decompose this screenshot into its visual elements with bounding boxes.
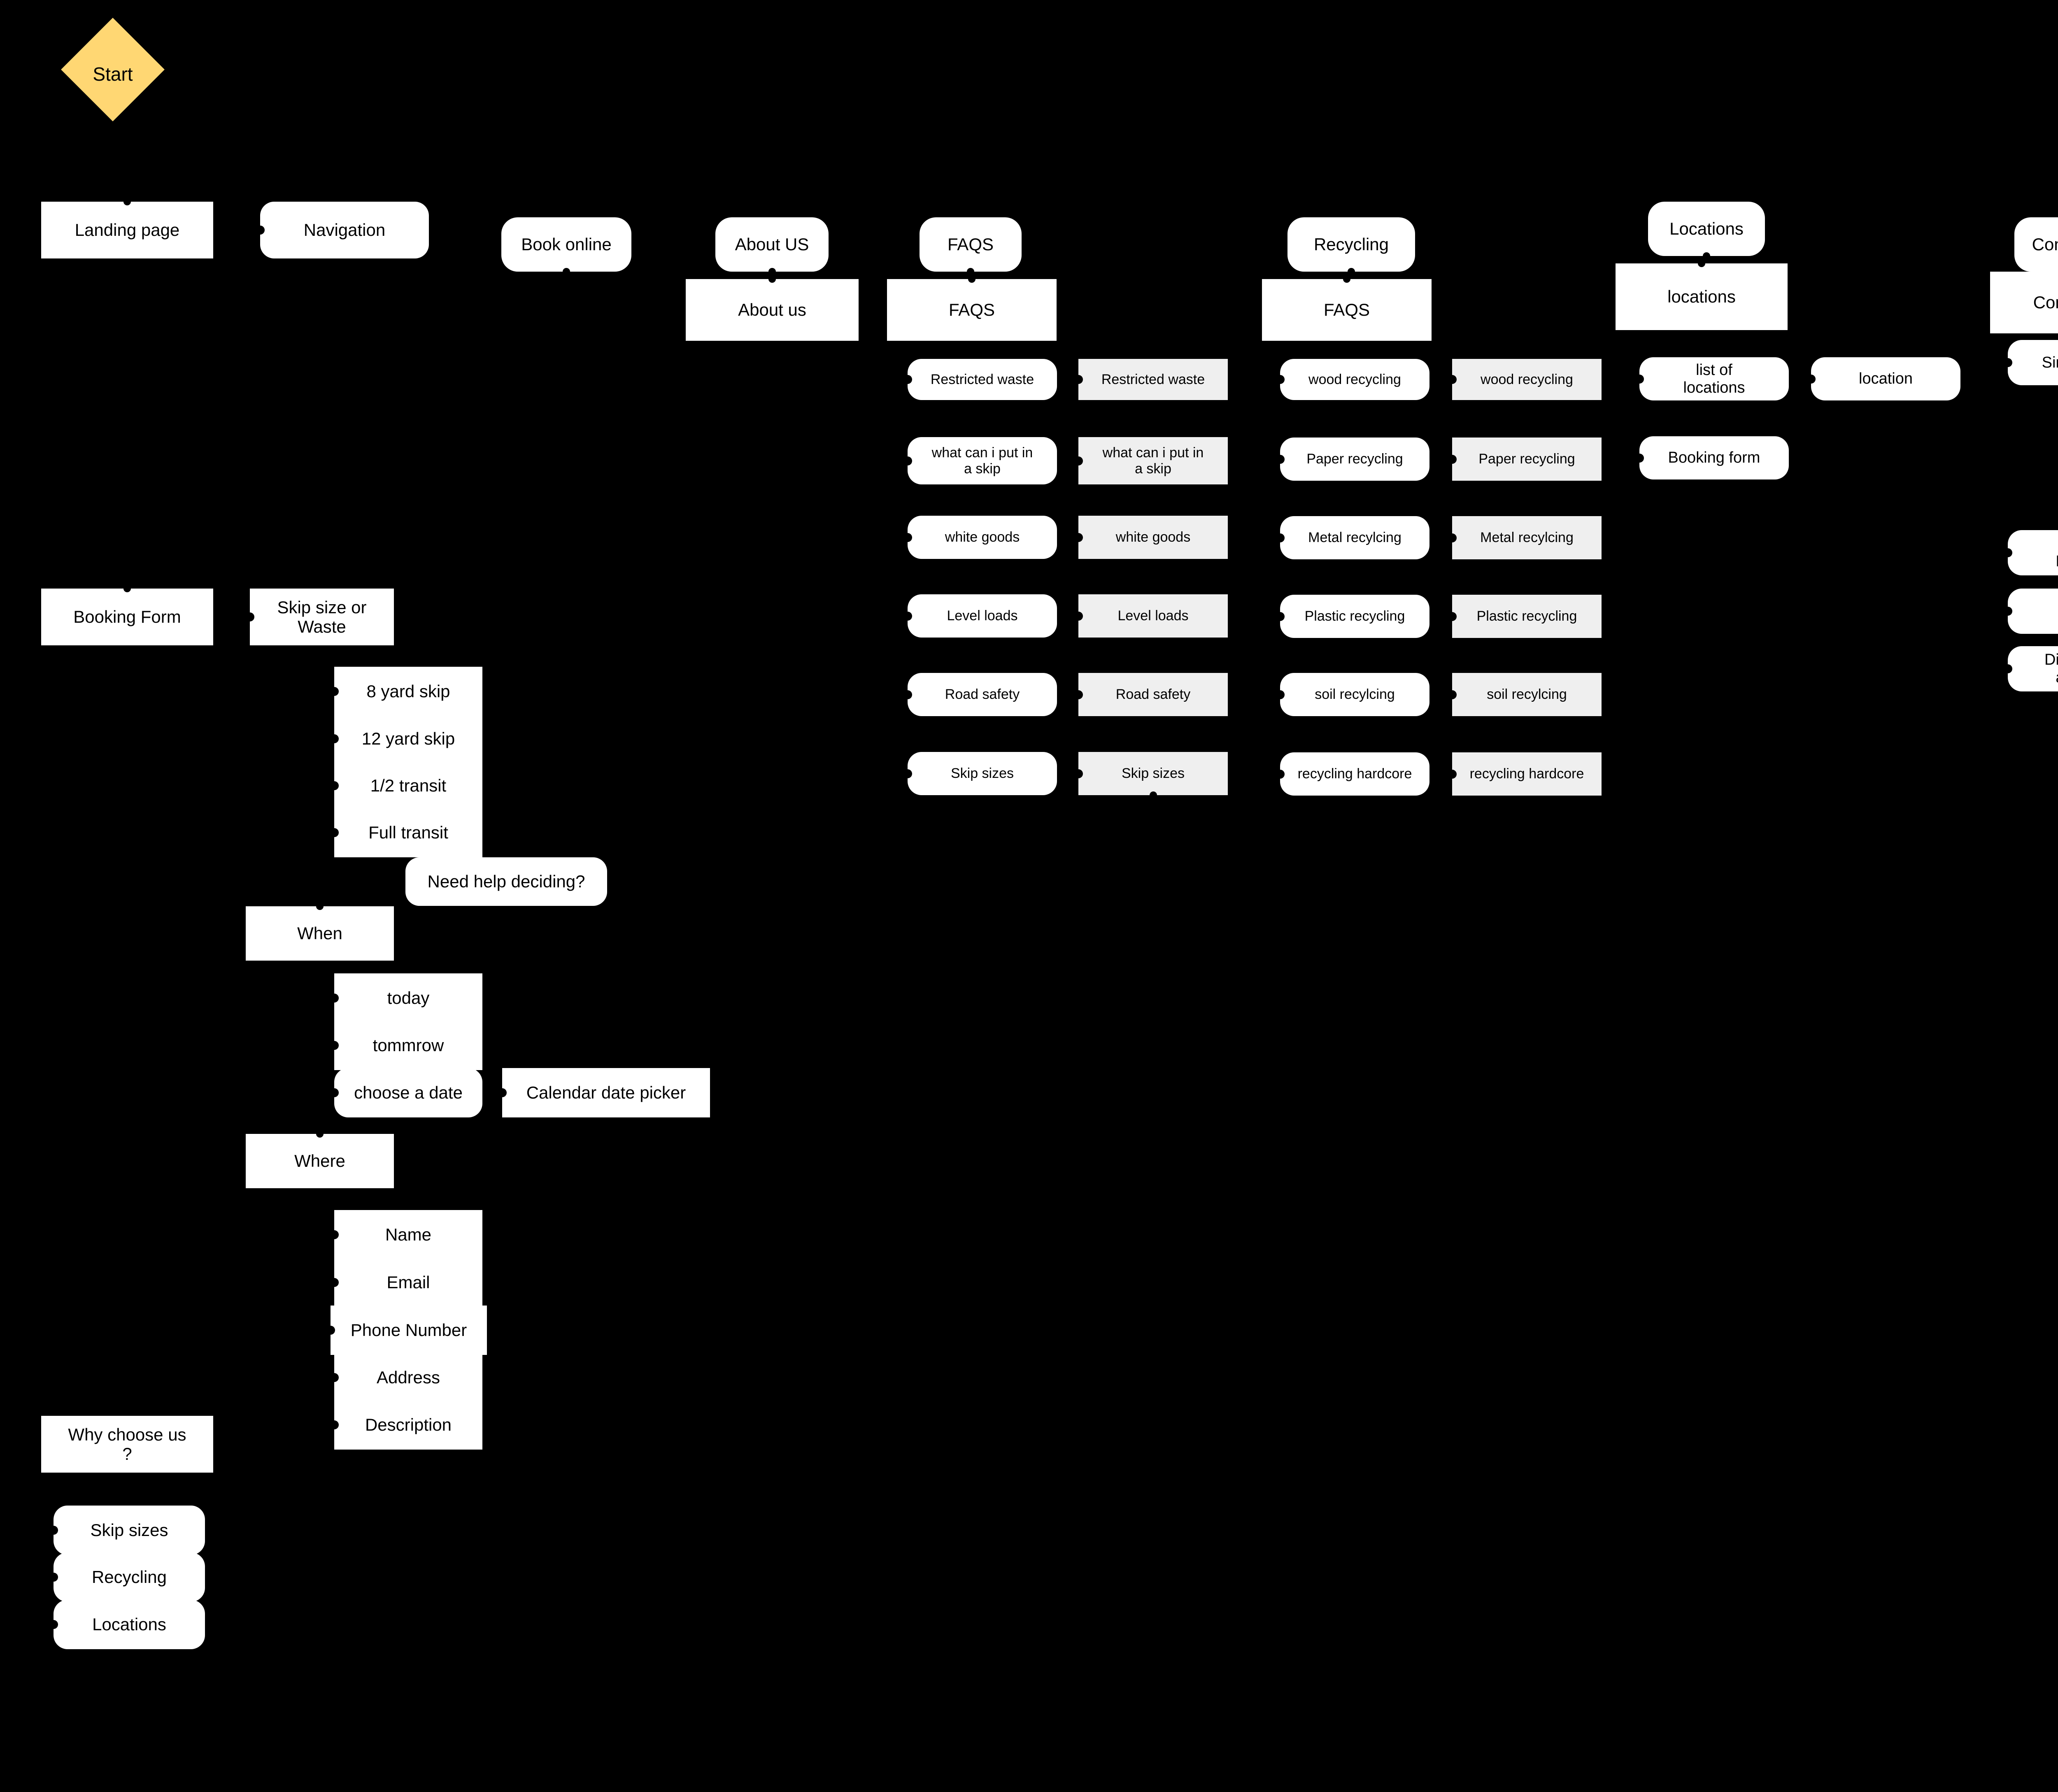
node-faq-restricted-waste[interactable]: Restricted waste	[903, 359, 1057, 400]
node-contact-directions-address[interactable]: Directions / address	[2008, 646, 2058, 691]
node-recycling-soil[interactable]: soil recylcing	[1276, 673, 1429, 716]
node-recycling-header[interactable]: Recycling	[1287, 217, 1415, 275]
node-where-phone-number[interactable]: Phone Number	[326, 1306, 487, 1355]
node-where-email[interactable]: Email	[330, 1258, 482, 1307]
node-recycling-alt-metal[interactable]: Metal recylcing	[1448, 516, 1602, 559]
node-recycling-alt-hardcore[interactable]: recycling hardcore	[1448, 752, 1602, 796]
node-skip-size-or-waste[interactable]: Skip size or Waste	[250, 589, 394, 645]
start-diamond[interactable]	[61, 18, 165, 121]
node-location[interactable]: location	[1811, 357, 1960, 400]
node-book-online-header[interactable]: Book online	[501, 217, 631, 275]
node-simple-form[interactable]: Simple form	[2003, 340, 2058, 385]
node-faq-alt-white-goods[interactable]: white goods	[1074, 516, 1228, 559]
node-recycling-wood[interactable]: wood recycling	[1276, 359, 1429, 400]
node-when-choose-a-date[interactable]: choose a date	[330, 1068, 482, 1117]
node-recycling-alt-soil[interactable]: soil recylcing	[1448, 673, 1602, 716]
node-about-us-page[interactable]: About us	[686, 275, 859, 341]
node-contact-us-header[interactable]: Contact us	[2014, 217, 2058, 272]
node-contact-email[interactable]: Email	[2003, 589, 2058, 634]
node-locations-booking-form[interactable]: Booking form	[1635, 436, 1789, 479]
node-calendar-date-picker[interactable]: Calendar date picker	[498, 1068, 710, 1117]
node-skip-12-yard[interactable]: 12 yard skip	[330, 714, 482, 763]
node-faq-white-goods[interactable]: white goods	[903, 516, 1057, 559]
node-when[interactable]: When	[246, 903, 394, 961]
node-why-item-locations[interactable]: Locations	[49, 1600, 205, 1649]
node-where[interactable]: Where	[246, 1130, 394, 1188]
node-why-item-recycling[interactable]: Recycling	[49, 1552, 205, 1602]
node-why-choose-us[interactable]: Why choose us ?	[41, 1416, 213, 1473]
node-locations-page[interactable]: locations	[1616, 260, 1788, 330]
node-need-help-deciding[interactable]: Need help deciding?	[405, 857, 607, 906]
node-landing-page[interactable]: Landing page	[41, 198, 213, 258]
node-about-us-header[interactable]: About US	[715, 217, 829, 275]
node-recycling-alt-plastic[interactable]: Plastic recycling	[1448, 595, 1602, 638]
node-faq-alt-skip-sizes[interactable]: Skip sizes	[1074, 752, 1228, 799]
node-faq-alt-road-safety[interactable]: Road safety	[1074, 673, 1228, 716]
node-recycling-hardcore[interactable]: recycling hardcore	[1276, 752, 1429, 796]
node-why-item-skip-sizes[interactable]: Skip sizes	[49, 1506, 205, 1555]
node-list-of-locations[interactable]: list of locations	[1639, 357, 1789, 400]
node-skip-full-transit[interactable]: Full transit	[330, 808, 482, 857]
node-faq-skip-sizes[interactable]: Skip sizes	[903, 752, 1057, 795]
node-booking-form[interactable]: Booking Form	[41, 585, 213, 645]
node-contact-us-page[interactable]: Contact us	[1990, 272, 2058, 333]
node-faqs-header[interactable]: FAQS	[920, 217, 1022, 275]
node-faq-level-loads[interactable]: Level loads	[903, 594, 1057, 638]
node-faq-alt-restricted-waste[interactable]: Restricted waste	[1074, 359, 1228, 400]
node-faq-road-safety[interactable]: Road safety	[903, 673, 1057, 716]
node-skip-8-yard[interactable]: 8 yard skip	[330, 667, 482, 716]
node-skip-half-transit[interactable]: 1/2 transit	[330, 761, 482, 810]
node-locations-header[interactable]: Locations	[1648, 202, 1765, 260]
node-when-today[interactable]: today	[330, 973, 482, 1023]
node-navigation[interactable]: Navigation	[256, 202, 429, 258]
node-recycling-metal[interactable]: Metal recylcing	[1276, 516, 1429, 559]
node-recycling-alt-wood[interactable]: wood recycling	[1448, 359, 1602, 400]
node-where-name[interactable]: Name	[330, 1210, 482, 1259]
node-recycling-paper[interactable]: Paper recycling	[1276, 438, 1429, 481]
node-recycling-page[interactable]: FAQS	[1262, 275, 1432, 341]
node-when-tommrow[interactable]: tommrow	[330, 1021, 482, 1070]
node-recycling-plastic[interactable]: Plastic recycling	[1276, 595, 1429, 638]
node-where-address[interactable]: Address	[330, 1353, 482, 1402]
node-contact-phone-number[interactable]: Phone Number	[2008, 530, 2058, 575]
node-faq-alt-level-loads[interactable]: Level loads	[1074, 594, 1228, 638]
node-faqs-page[interactable]: FAQS	[887, 275, 1057, 341]
node-recycling-alt-paper[interactable]: Paper recycling	[1448, 438, 1602, 481]
node-faq-what-can-i-put-in-a-skip[interactable]: what can i put in a skip	[903, 437, 1057, 484]
node-where-description[interactable]: Description	[330, 1400, 482, 1450]
node-faq-alt-what-can-i-put-in-a-skip[interactable]: what can i put in a skip	[1074, 437, 1228, 484]
